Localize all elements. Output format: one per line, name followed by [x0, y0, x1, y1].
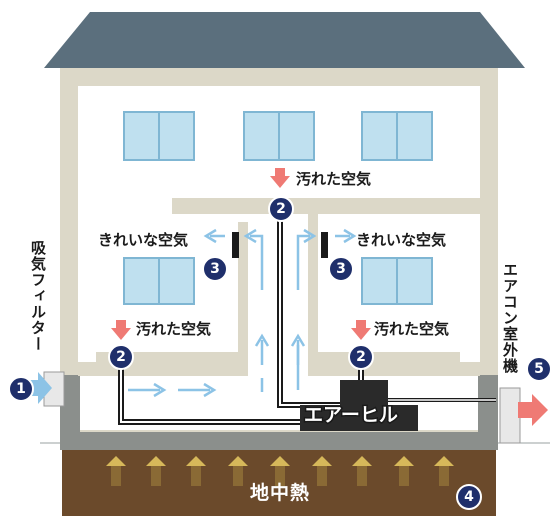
ground-floor-slab-right	[308, 362, 480, 376]
vent-right	[321, 232, 328, 258]
ground-floor-slab-left	[78, 362, 248, 376]
left-room-top	[78, 214, 248, 222]
supply-airflow	[203, 228, 357, 390]
left-room-wall-right	[238, 214, 248, 366]
badge-3-left: 3	[202, 256, 228, 282]
middle-window-right	[361, 257, 433, 305]
badge-2-right: 2	[348, 344, 374, 370]
air-hill-base	[300, 405, 418, 431]
upper-window-left	[123, 111, 195, 161]
crawlspace-airflow	[128, 378, 264, 398]
badge-1: 1	[8, 376, 34, 402]
badge-2-left: 2	[108, 344, 134, 370]
upper-floor-slab	[172, 198, 480, 214]
ac-outdoor-unit-label: エアコン室外機	[501, 262, 519, 374]
foundation-bottom	[60, 432, 498, 450]
ground-heat-label: 地中熱	[250, 482, 311, 504]
clean-air-label-left: きれいな空気	[98, 231, 189, 249]
dirty-air-label-left: 汚れた空気	[136, 320, 212, 338]
right-room-floor	[310, 352, 460, 362]
dirty-air-label-top: 汚れた空気	[296, 170, 372, 188]
right-room-wall-left	[308, 214, 318, 366]
up-arrow-icon	[106, 456, 454, 486]
dirty-air-label-right: 汚れた空気	[374, 320, 450, 338]
dirty-air-arrow-right	[351, 320, 371, 340]
badge-4: 4	[456, 484, 482, 510]
intake-filter-label: 吸気フィルター	[29, 240, 47, 352]
upper-window-right	[361, 111, 433, 161]
pink-arrow-right-icon	[518, 394, 548, 426]
clean-air-label-right: きれいな空気	[356, 231, 447, 249]
badge-5: 5	[526, 356, 550, 382]
foundation-right	[478, 375, 498, 450]
ac-outdoor-unit-box	[499, 387, 521, 444]
left-room-floor	[96, 352, 246, 362]
badge-3-right: 3	[328, 256, 354, 282]
vent-left	[232, 232, 239, 258]
badge-2-top: 2	[268, 196, 294, 222]
dirty-air-arrow-left	[111, 320, 131, 340]
air-hill-unit	[340, 380, 388, 406]
upper-window-center	[243, 111, 315, 161]
air-hill-label: エアーヒル	[303, 404, 400, 426]
middle-window-left	[123, 257, 195, 305]
dirty-air-arrow-top	[270, 168, 290, 188]
foundation-left	[60, 375, 80, 450]
roof	[44, 12, 525, 68]
